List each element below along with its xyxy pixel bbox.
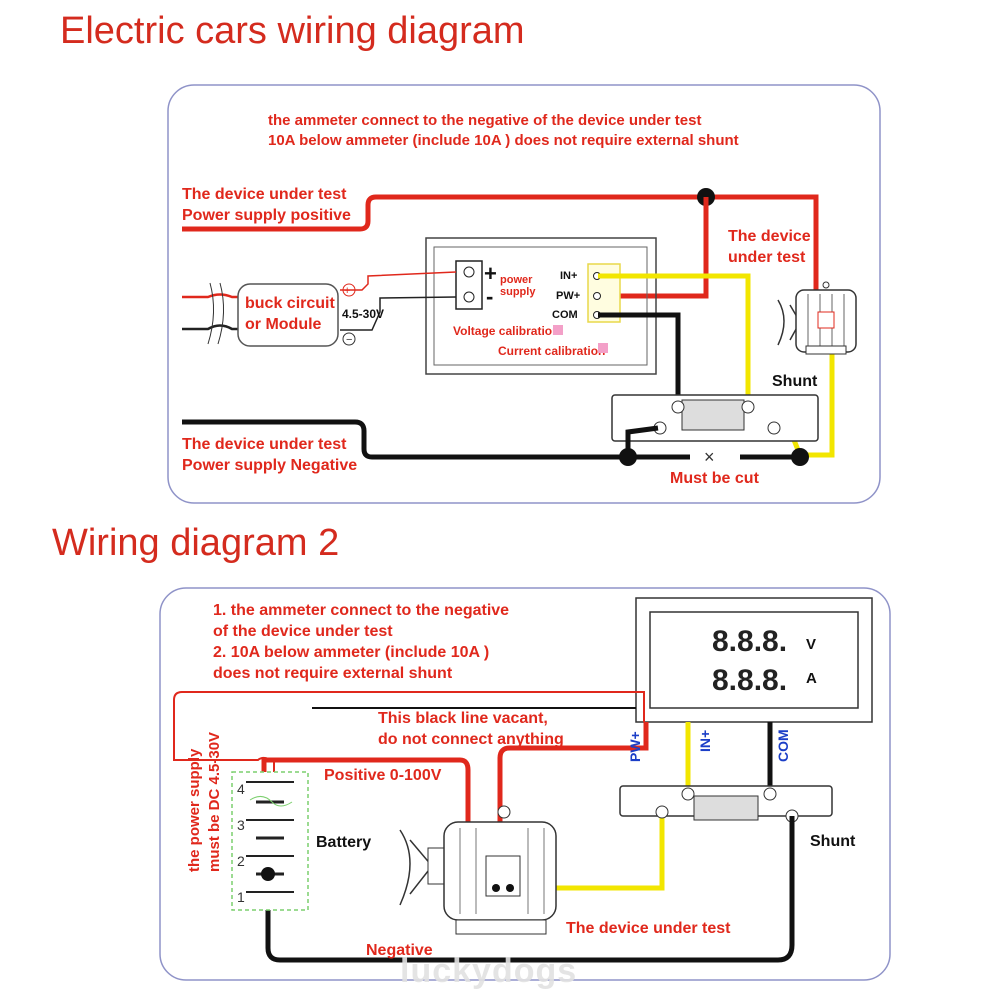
d1-buck-plus-icon [342,283,356,297]
diagram1-panel [167,84,881,504]
d1-supply-neg-line1: The device under test [182,436,347,453]
d1-minus-sign: - [486,284,493,309]
d1-shunt-label: Shunt [772,373,818,390]
d1-meter-outer [425,237,657,375]
d2-meter-outer [635,597,873,723]
d2-note-line4: does not require external shunt [213,665,453,682]
d1-cut-mark-icon: × [704,447,715,467]
d1-meter-inner [433,246,648,366]
d2-digits-bottom: 8.8.8. [712,664,787,697]
d2-supply-line1: the power supply [186,748,203,872]
d2-battery-label: Battery [316,834,371,851]
d1-buck-minus-glyph: − [346,334,352,346]
watermark: luckydogs [400,952,578,990]
diagram1-title: Electric cars wiring diagram [60,10,525,52]
d2-cell-2: 2 [237,853,245,869]
d1-buck-plus-glyph: + [344,285,350,297]
d1-voltage-cal: Voltage calibration [453,324,559,338]
d1-junction-motor [791,448,809,466]
d1-buck-to-meter-red [340,271,457,291]
d1-buck-input-black [182,324,240,331]
d1-power-line1: power [500,274,533,286]
d2-negative-wire [265,816,795,963]
d1-shunt-icon [611,394,819,442]
d2-note-line2: of the device under test [213,623,393,640]
d2-display-v: V [806,636,816,653]
d2-wire-pw: PW+ [627,731,643,762]
d2-vacant-line2: do not connect anything [378,731,564,748]
d2-dut-label: The device under test [566,920,731,937]
d2-supply-line2: must be DC 4.5-30V [206,732,223,872]
d1-voltage-cal-pot [553,325,563,335]
d2-note-line3: 2. 10A below ammeter (include 10A ) [213,644,489,661]
d2-motor-terminal-neg [506,884,514,892]
d1-power-screw-1 [463,266,475,278]
d1-plus-sign: + [484,261,497,286]
d1-pw-wire [598,197,709,299]
d1-pw-screw [593,292,601,300]
d1-dut-line1: The device [728,228,811,245]
d2-display-a: A [806,670,817,687]
d1-terminal-pw: PW+ [556,290,580,302]
d1-supply-pos-line2: Power supply positive [182,207,351,224]
d2-battery-icon [231,771,309,911]
d1-buck-to-meter-black [340,296,457,331]
d2-pw-wire [497,722,649,888]
d1-supply-neg-line2: Power supply Negative [182,457,357,474]
d2-cell-1: 1 [237,889,245,905]
d1-junction-negative [619,448,637,466]
d2-shunt-icon [619,785,833,823]
d2-meter-inner [649,611,859,709]
d1-buck-module [237,283,339,347]
d2-positive-label: Positive 0-100V [324,767,442,784]
d1-com-wire [598,312,681,405]
d1-buck-minus-icon [342,332,356,346]
d1-must-cut: Must be cut [670,470,760,487]
d2-digits-top: 8.8.8. [712,625,787,658]
d2-battery-junction [261,867,275,881]
d2-note-line1: 1. the ammeter connect to the negative [213,602,509,619]
d2-vacant-line1: This black line vacant, [378,710,548,727]
d2-cell-3: 3 [237,817,245,833]
d2-wire-com: COM [775,729,791,762]
d1-buck-input-red [182,293,240,299]
diagram2-title: Wiring diagram 2 [52,522,340,564]
d1-note-line2: 10A below ammeter (include 10A ) does no… [268,132,739,149]
d2-motor-terminal-pos [492,884,500,892]
d1-wire-break-mark [207,282,224,345]
d1-supply-negative-wire [182,419,690,460]
d1-in-wire [598,273,751,404]
d1-current-cal: Current calibration [498,344,605,358]
d1-buck-line1: buck circuit [245,295,335,312]
d1-terminal-in: IN+ [560,270,577,282]
diagram2-panel [159,587,891,981]
d2-wire-in: IN+ [697,730,713,752]
d1-motor-icon [777,281,857,355]
d1-power-line2: supply [500,286,536,298]
d1-power-screw-2 [463,291,475,303]
d2-negative-label: Negative [366,942,433,959]
d1-supply-positive-wire [182,194,819,330]
d1-supply-pos-line1: The device under test [182,186,347,203]
d2-motor-icon [399,805,557,935]
d1-note-line1: the ammeter connect to the negative of t… [268,112,701,129]
d1-buck-line2: or Module [245,316,322,333]
d1-buck-voltage: 4.5-30V [342,307,384,321]
d1-terminal-com: COM [552,309,578,321]
d2-shunt-label: Shunt [810,833,856,850]
d1-power-terminal [455,260,483,310]
d1-dut-line2: under test [728,249,806,266]
d1-current-cal-pot [598,343,608,353]
d2-cell-4: 4 [237,781,245,797]
